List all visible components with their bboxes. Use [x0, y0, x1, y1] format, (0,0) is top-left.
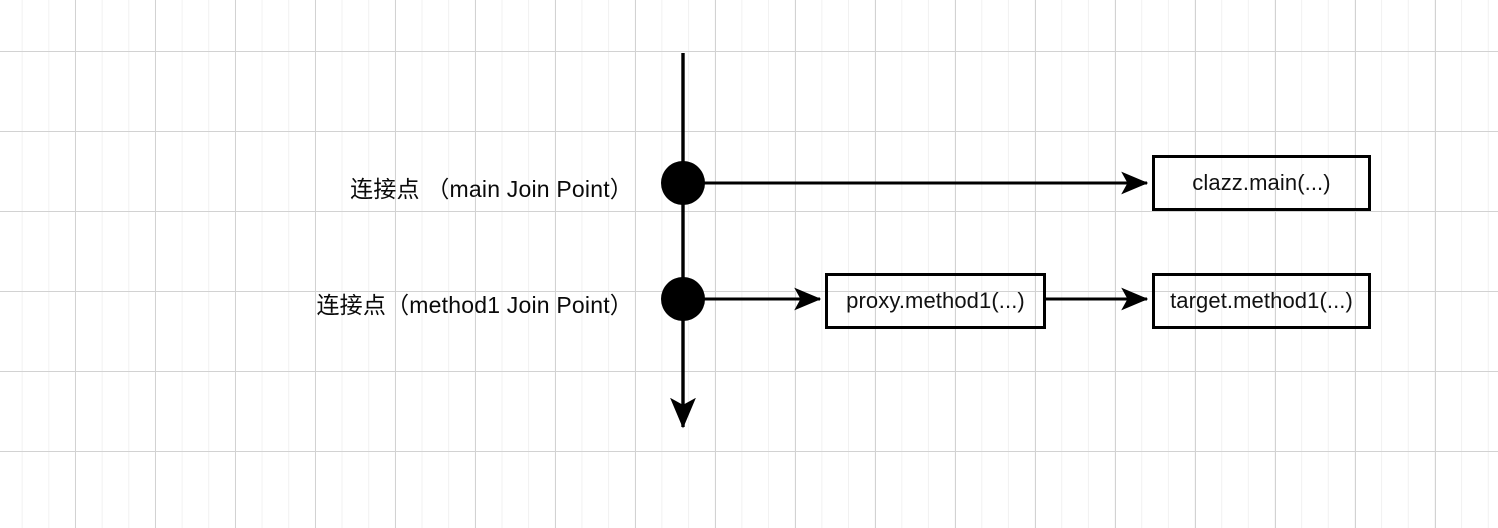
- join-point-marker-method1[interactable]: [661, 277, 705, 321]
- node-box-proxy-method1[interactable]: proxy.method1(...): [825, 273, 1046, 329]
- node-label-proxy-method1: proxy.method1(...): [846, 288, 1025, 313]
- join-point-label-method1: 连接点（method1 Join Point）: [316, 292, 633, 318]
- node-label-clazz-main: clazz.main(...): [1192, 170, 1331, 195]
- node-box-target-method1[interactable]: target.method1(...): [1152, 273, 1371, 329]
- node-label-target-method1: target.method1(...): [1170, 288, 1353, 313]
- join-point-marker-main[interactable]: [661, 161, 705, 205]
- join-point-label-main: 连接点 （main Join Point）: [350, 176, 633, 202]
- node-box-clazz-main[interactable]: clazz.main(...): [1152, 155, 1371, 211]
